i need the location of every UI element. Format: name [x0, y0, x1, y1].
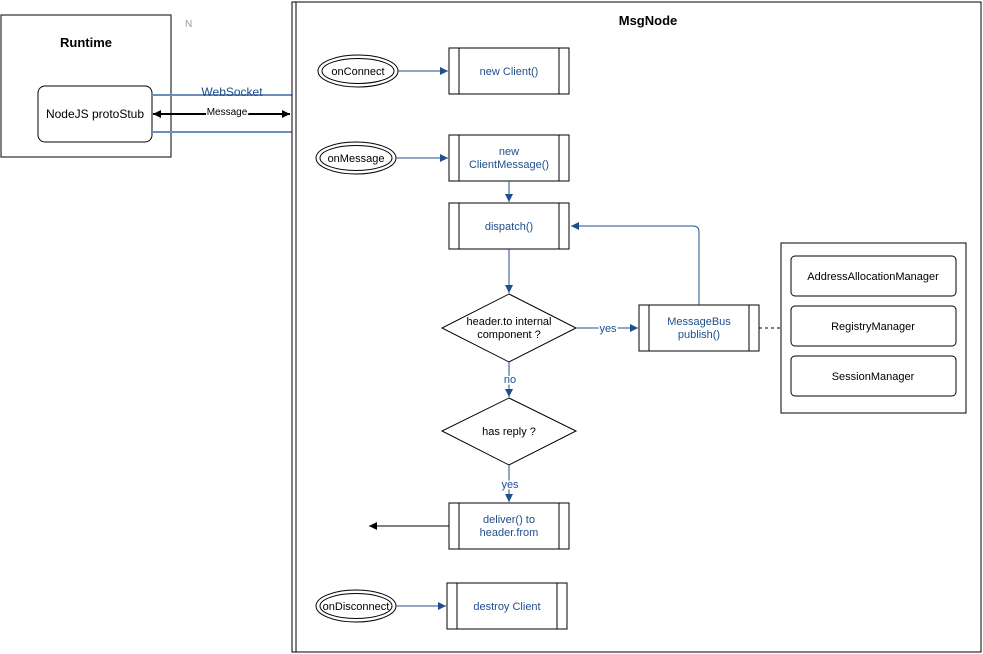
internal-decision-label-2: component ? — [477, 329, 541, 341]
new-client-message-process: new ClientMessage() — [448, 134, 570, 182]
corner-mark: N — [185, 19, 192, 30]
protostub-label: NodeJS protoStub — [46, 107, 144, 121]
new-client-label: new Client() — [480, 66, 539, 78]
address-manager-label: AddressAllocationManager — [807, 271, 939, 283]
registry-manager-box — [790, 305, 957, 347]
no-label: no — [504, 374, 516, 386]
dispatch-label: dispatch() — [485, 221, 533, 233]
message-bus-label-2: publish() — [678, 329, 720, 341]
destroy-client-label: destroy Client — [473, 601, 540, 613]
deliver-label-2: header.from — [480, 527, 539, 539]
destroy-client-process: destroy Client — [446, 582, 568, 630]
internal-decision-label-1: header.to internal — [466, 316, 551, 328]
dispatch-process: dispatch() — [448, 202, 570, 250]
deliver-label-1: deliver() to — [483, 514, 535, 526]
on-disconnect-event: onDisconnect — [315, 589, 397, 623]
arrow-bus-to-dispatch — [571, 222, 700, 305]
new-client-message-label-2: ClientMessage() — [469, 159, 549, 171]
on-message-label: onMessage — [328, 153, 385, 165]
registry-manager-label: RegistryManager — [831, 321, 915, 333]
new-client-message-label-1: new — [499, 146, 519, 158]
managers-container: AddressAllocationManager RegistryManager… — [780, 242, 967, 414]
on-disconnect-label: onDisconnect — [323, 601, 390, 613]
websocket-label: WebSocket — [201, 85, 263, 99]
on-connect-label: onConnect — [331, 66, 384, 78]
message-bus-label-1: MessageBus — [667, 316, 731, 328]
on-connect-event: onConnect — [317, 54, 399, 88]
message-label: Message — [207, 107, 248, 118]
yes-bus-label: yes — [599, 323, 617, 335]
message-bus-process: MessageBus publish() — [638, 304, 760, 352]
deliver-process: deliver() to header.from — [448, 502, 570, 550]
has-reply-label: has reply ? — [482, 426, 536, 438]
new-client-process: new Client() — [448, 47, 570, 95]
websocket-link: WebSocket Message — [152, 85, 292, 133]
runtime-title: Runtime — [60, 35, 112, 50]
on-message-event: onMessage — [315, 141, 397, 175]
internal-component-decision: header.to internal component ? — [440, 293, 578, 363]
yes-reply-label: yes — [501, 479, 519, 491]
has-reply-decision: has reply ? — [440, 397, 578, 466]
address-manager-box — [790, 255, 957, 297]
msgnode-container: MsgNode — [291, 1, 982, 653]
session-manager-label: SessionManager — [832, 371, 915, 383]
msgnode-title: MsgNode — [619, 13, 678, 28]
protostub-box: NodeJS protoStub — [37, 85, 153, 143]
session-manager-box — [790, 355, 957, 397]
